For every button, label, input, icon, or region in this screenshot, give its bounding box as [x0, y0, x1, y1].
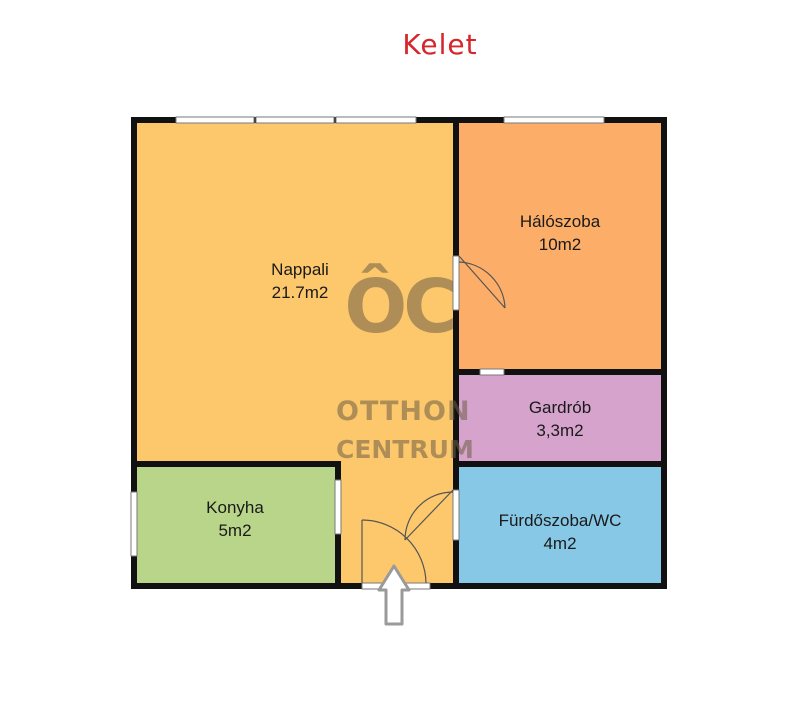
room-furdo-area	[456, 464, 664, 586]
room-name: Konyha	[206, 498, 264, 517]
room-name: Hálószoba	[519, 212, 601, 231]
room-area: 4m2	[543, 534, 577, 553]
room-label-haloszoba: Hálószoba 10m2	[466, 210, 654, 256]
room-area: 21.7m2	[271, 283, 329, 302]
room-label-konyha: Konyha 5m2	[140, 496, 330, 542]
window	[255, 116, 335, 124]
room-label-nappali: Nappali 21.7m2	[200, 258, 400, 304]
room-name: Nappali	[271, 260, 329, 279]
compass-direction-label: Kelet	[402, 28, 478, 61]
room-haloszoba-area	[456, 120, 664, 372]
watermark-text-centrum: CENTRUM	[336, 435, 474, 464]
room-area: 10m2	[538, 235, 582, 254]
room-label-gardrob: Gardrób 3,3m2	[466, 396, 654, 442]
window	[335, 116, 417, 124]
windows	[130, 116, 605, 557]
entrance-arrow-icon	[377, 564, 411, 626]
watermark-logo-icon: ÔC	[344, 264, 457, 350]
room-gardrob-area	[456, 372, 664, 464]
room-konyha-area	[134, 464, 338, 586]
window	[130, 491, 138, 557]
watermark-text-otthon: OTTHON	[336, 396, 471, 427]
room-label-furdo: Fürdőszoba/WC 4m2	[460, 509, 660, 555]
room-area: 5m2	[218, 521, 252, 540]
window	[175, 116, 255, 124]
room-area: 3,3m2	[536, 421, 584, 440]
room-name: Fürdőszoba/WC	[498, 511, 622, 530]
walls	[131, 117, 667, 589]
window	[479, 368, 505, 376]
window	[503, 116, 605, 124]
window	[334, 479, 342, 535]
room-name: Gardrób	[528, 398, 592, 417]
